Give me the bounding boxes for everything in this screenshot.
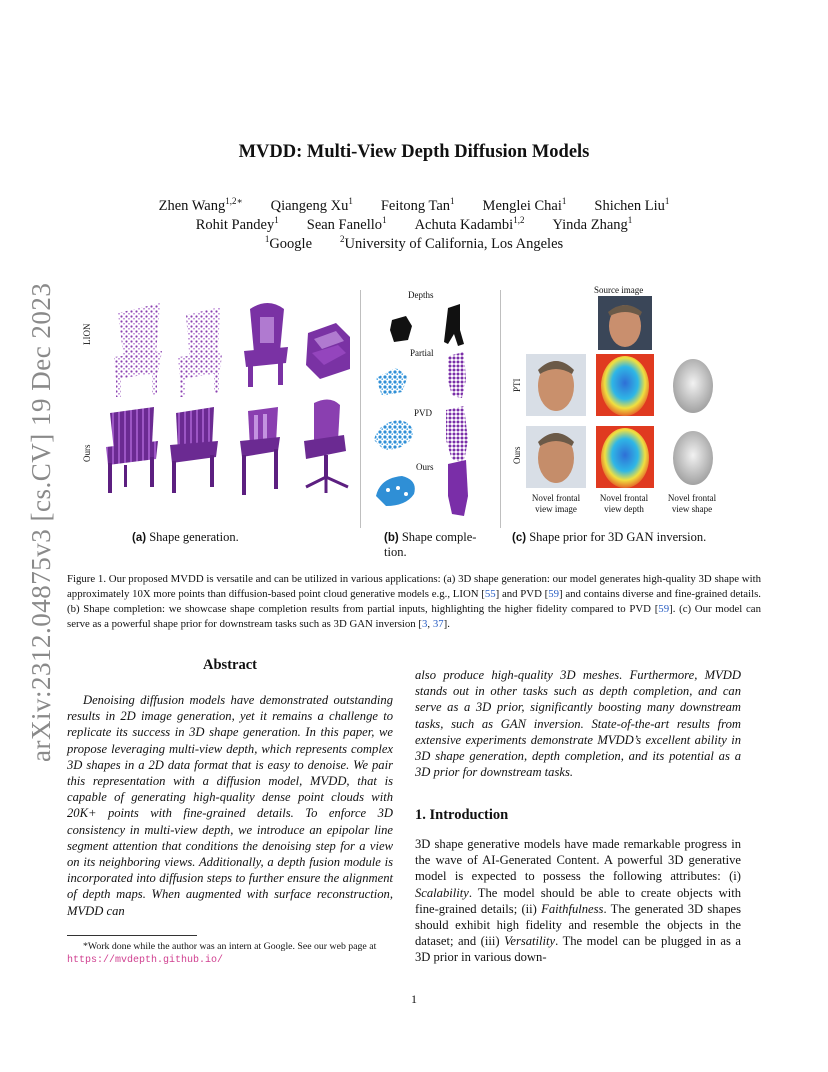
panel-b-caption-line1: Shape comple- — [401, 530, 477, 544]
figure-divider — [500, 290, 501, 528]
author-name: Shichen Liu1 — [594, 196, 670, 214]
col-label-3-line1: Novel frontal — [667, 493, 717, 503]
citation-link[interactable]: 37 — [432, 618, 444, 630]
row-label-lion: LION — [82, 323, 92, 346]
panel-a-letter: (a) — [132, 532, 147, 544]
affiliation: 1Google — [264, 234, 312, 252]
author-name: Yinda Zhang1 — [552, 215, 633, 233]
paper-title: MVDD: Multi-View Depth Diffusion Models — [238, 142, 590, 162]
row-label-pti: PTI — [512, 378, 522, 393]
footnote-rule — [67, 935, 197, 936]
authors-line-1: Zhen Wang1,2∗ Qiangeng Xu1 Feitong Tan1 Men… — [0, 196, 828, 215]
col-label-novel-shape: Novel frontal view shape — [662, 493, 722, 515]
author-name: Sean Fanello1 — [306, 215, 387, 233]
introduction-heading: 1. Introduction — [415, 807, 509, 823]
project-url-link[interactable]: https://mvdepth.github.io/ — [67, 955, 224, 966]
shape-completion-illustration — [374, 304, 468, 516]
label-partial: Partial — [410, 348, 434, 358]
col-label-1-line1: Novel frontal — [531, 493, 581, 503]
author-name: Zhen Wang1,2∗ — [158, 196, 243, 214]
panel-a-caption: (a) Shape generation. — [132, 530, 239, 545]
row-label-ours: Ours — [82, 444, 92, 463]
affiliations: 1Google 2University of California, Los An… — [0, 234, 828, 253]
figure-caption: Figure 1. Our proposed MVDD is versatile… — [67, 573, 761, 630]
author-name: Feitong Tan1 — [380, 196, 455, 214]
col-label-2-line1: Novel frontal — [599, 493, 649, 503]
author-name: Achuta Kadambi1,2 — [414, 215, 525, 233]
panel-b-caption-line2: tion. — [384, 545, 407, 559]
introduction-text: 3D shape generative models have made rem… — [415, 837, 741, 965]
panel-a-caption-text: Shape generation. — [149, 530, 239, 544]
col-label-3-line2: view shape — [671, 504, 713, 514]
citation-link[interactable]: 55 — [484, 588, 496, 600]
shape-generation-illustration — [106, 303, 350, 495]
col-label-novel-image: Novel frontal view image — [526, 493, 586, 515]
panel-b-caption: (b) Shape comple- tion. — [384, 530, 502, 560]
abstract-heading: Abstract — [203, 657, 257, 673]
col-label-1-line2: view image — [535, 504, 577, 514]
panel-c-caption: (c) Shape prior for 3D GAN inversion. — [512, 530, 706, 545]
gan-inversion-illustration — [526, 296, 722, 488]
row-label-ours-c: Ours — [512, 446, 522, 465]
col-label-2-line2: view depth — [604, 504, 644, 514]
citation-link[interactable]: 59 — [658, 603, 670, 615]
label-ours: Ours — [416, 462, 434, 472]
col-label-novel-depth: Novel frontal view depth — [594, 493, 654, 515]
label-source-image: Source image — [594, 285, 644, 295]
author-name: Menglei Chai1 — [482, 196, 567, 214]
footnote: *Work done while the author was an inter… — [67, 941, 377, 966]
figure-1: LION Ours — [82, 285, 722, 560]
figure-divider — [360, 290, 361, 528]
abstract-right: also produce high-quality 3D meshes. Fur… — [415, 668, 741, 780]
author-name: Rohit Pandey1 — [195, 215, 279, 233]
abstract-left: Denoising diffusion models have demonstr… — [67, 693, 393, 918]
citation-link[interactable]: 59 — [548, 588, 560, 600]
author-name: Qiangeng Xu1 — [270, 196, 353, 214]
page-number: 1 — [411, 992, 417, 1006]
label-depths: Depths — [408, 290, 434, 300]
panel-b-letter: (b) — [384, 532, 399, 544]
panel-c-letter: (c) — [512, 532, 527, 544]
citation-link[interactable]: 3 — [422, 618, 428, 630]
panel-c-caption-text: Shape prior for 3D GAN inversion. — [529, 530, 707, 544]
label-pvd: PVD — [414, 408, 433, 418]
authors-line-2: Rohit Pandey1 Sean Fanello1 Achuta Kadambi… — [0, 215, 828, 234]
affiliation: 2University of California, Los Angeles — [340, 234, 564, 252]
